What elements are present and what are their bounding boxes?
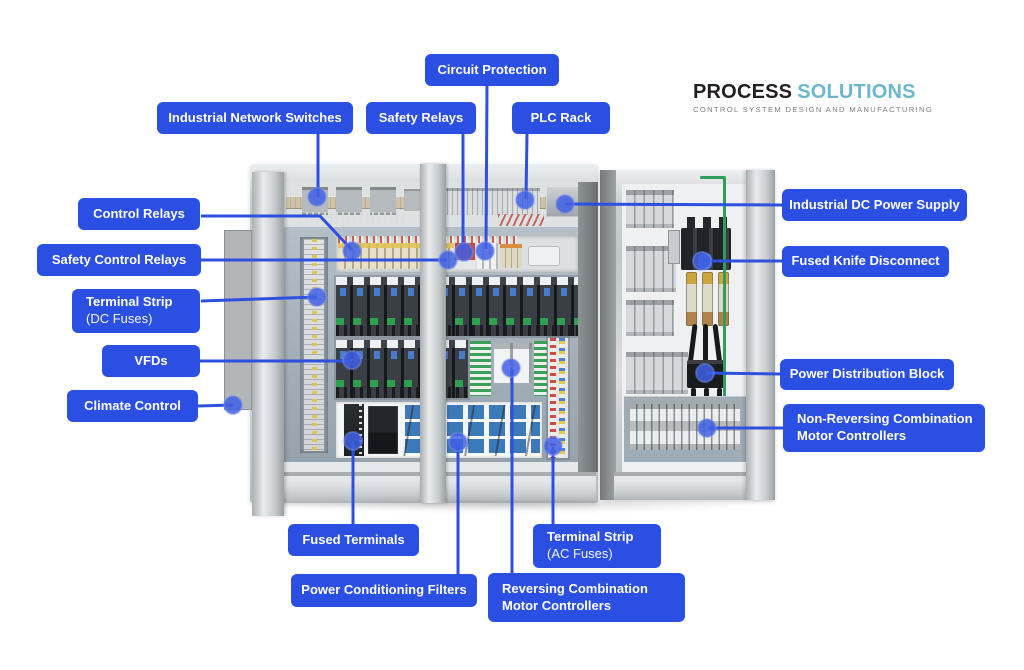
- label-circuit-protection: Circuit Protection: [425, 54, 559, 86]
- label-text: Terminal Strip: [86, 294, 173, 310]
- dc-fuse-terminal-strip: [304, 239, 324, 451]
- brand-tagline: CONTROL SYSTEM DESIGN AND MANUFACTURING: [693, 105, 934, 114]
- reversing-contactors: [494, 343, 532, 383]
- disconnect-lug: [703, 217, 711, 229]
- brand-name-primary: PROCESS: [693, 81, 793, 103]
- din-module-bank: [626, 352, 688, 394]
- label-safety-relays: Safety Relays: [366, 102, 476, 134]
- black-power-supply: [368, 406, 398, 454]
- green-wire-duct: [470, 341, 491, 396]
- label-climate-control: Climate Control: [67, 390, 198, 422]
- ground-wire: [723, 178, 726, 412]
- power-cable: [703, 324, 708, 366]
- label-industrial-dc-power-supply: Industrial DC Power Supply: [782, 189, 967, 221]
- ground-wire: [700, 176, 726, 179]
- mounting-bracket: [668, 230, 680, 264]
- right-cabinet-left-wall: [600, 170, 616, 500]
- network-switch: [302, 187, 328, 215]
- label-subtext: (DC Fuses): [86, 311, 153, 326]
- label-terminal-strip-dc-fuses: Terminal Strip (DC Fuses): [72, 289, 200, 333]
- plc-wiring: [498, 214, 544, 227]
- cable-stub: [717, 388, 722, 400]
- fuse-cartridge: [702, 272, 713, 326]
- vfd-row-lower: [336, 340, 468, 398]
- terminal-blocks: [500, 244, 522, 268]
- vfd-row-upper: [336, 277, 578, 336]
- plc-rack-modules: [438, 188, 540, 215]
- label-vfds: VFDs: [102, 345, 200, 377]
- motor-controllers-band: [630, 421, 740, 431]
- disconnect-lug: [687, 217, 695, 229]
- din-module-bank: [626, 246, 676, 292]
- label-text: Terminal Strip: [547, 529, 634, 545]
- label-non-reversing-combination-motor-controllers: Non-Reversing Combination Motor Controll…: [783, 404, 985, 452]
- floor-shadow: [258, 498, 770, 512]
- brand-name-secondary: SOLUTIONS: [797, 81, 916, 103]
- label-terminal-strip-ac-fuses: Terminal Strip (AC Fuses): [533, 524, 661, 568]
- green-wire-duct: [534, 341, 547, 396]
- label-plc-rack: PLC Rack: [512, 102, 610, 134]
- cable-stub: [704, 388, 709, 400]
- label-industrial-network-switches: Industrial Network Switches: [157, 102, 353, 134]
- center-mullion-post: [420, 164, 446, 503]
- fuse-cartridge: [686, 272, 697, 326]
- cable-stub: [691, 388, 696, 400]
- label-power-distribution-block: Power Distribution Block: [780, 359, 954, 390]
- label-control-relays: Control Relays: [78, 198, 200, 230]
- label-reversing-combination-motor-controllers: Reversing Combination Motor Controllers: [488, 573, 685, 622]
- open-right-door-edge: [746, 170, 775, 500]
- network-switch: [370, 187, 396, 215]
- fused-terminals-strip: [344, 404, 364, 456]
- din-module-bank: [626, 300, 674, 336]
- label-subtext: (AC Fuses): [547, 546, 613, 561]
- label-safety-control-relays: Safety Control Relays: [37, 244, 201, 276]
- label-fused-terminals: Fused Terminals: [288, 524, 419, 556]
- network-switch: [336, 187, 362, 215]
- fuse-puller-handle: [698, 253, 712, 270]
- circuit-breakers-row: [477, 243, 498, 269]
- small-white-device: [528, 246, 560, 266]
- open-left-door: [252, 172, 284, 516]
- label-fused-knife-disconnect: Fused Knife Disconnect: [782, 246, 949, 277]
- left-cabinet-right-wall: [578, 182, 598, 472]
- din-module-bank: [626, 190, 674, 228]
- label-power-conditioning-filters: Power Conditioning Filters: [291, 574, 477, 607]
- safety-relays-row: [455, 243, 475, 269]
- ac-fuse-terminal-strip: [548, 338, 568, 458]
- climate-control-unit: [224, 230, 252, 410]
- power-distribution-block-body: [687, 360, 725, 388]
